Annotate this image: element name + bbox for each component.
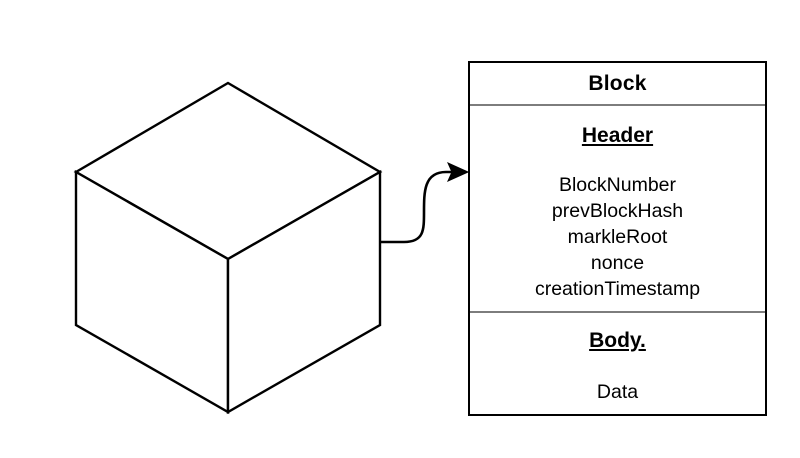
field-block-number: BlockNumber [558, 174, 677, 196]
connector-line [380, 170, 458, 244]
field-creation-timestamp: creationTimestamp [534, 278, 701, 300]
header-label: Header [581, 124, 654, 147]
block-cube[interactable] [73, 81, 383, 415]
block-structure-box[interactable]: Block Header BlockNumber prevBlockHash m… [468, 61, 767, 416]
cube-right-face [226, 169, 382, 415]
header-section: Header BlockNumber prevBlockHash markleR… [470, 106, 765, 313]
connector-arrow[interactable] [380, 162, 470, 244]
block-title-section: Block [470, 63, 765, 106]
body-label: Body. [589, 329, 646, 352]
body-section: Body. Data [470, 313, 765, 414]
page-title: Block [588, 72, 647, 95]
field-markle-root: markleRoot [567, 226, 668, 248]
body-content: Data [596, 381, 639, 403]
field-prev-block-hash: prevBlockHash [551, 200, 684, 222]
arrowhead-icon [447, 162, 470, 182]
header-field-list: BlockNumber prevBlockHash markleRoot non… [535, 172, 700, 302]
field-nonce: nonce [590, 252, 645, 274]
